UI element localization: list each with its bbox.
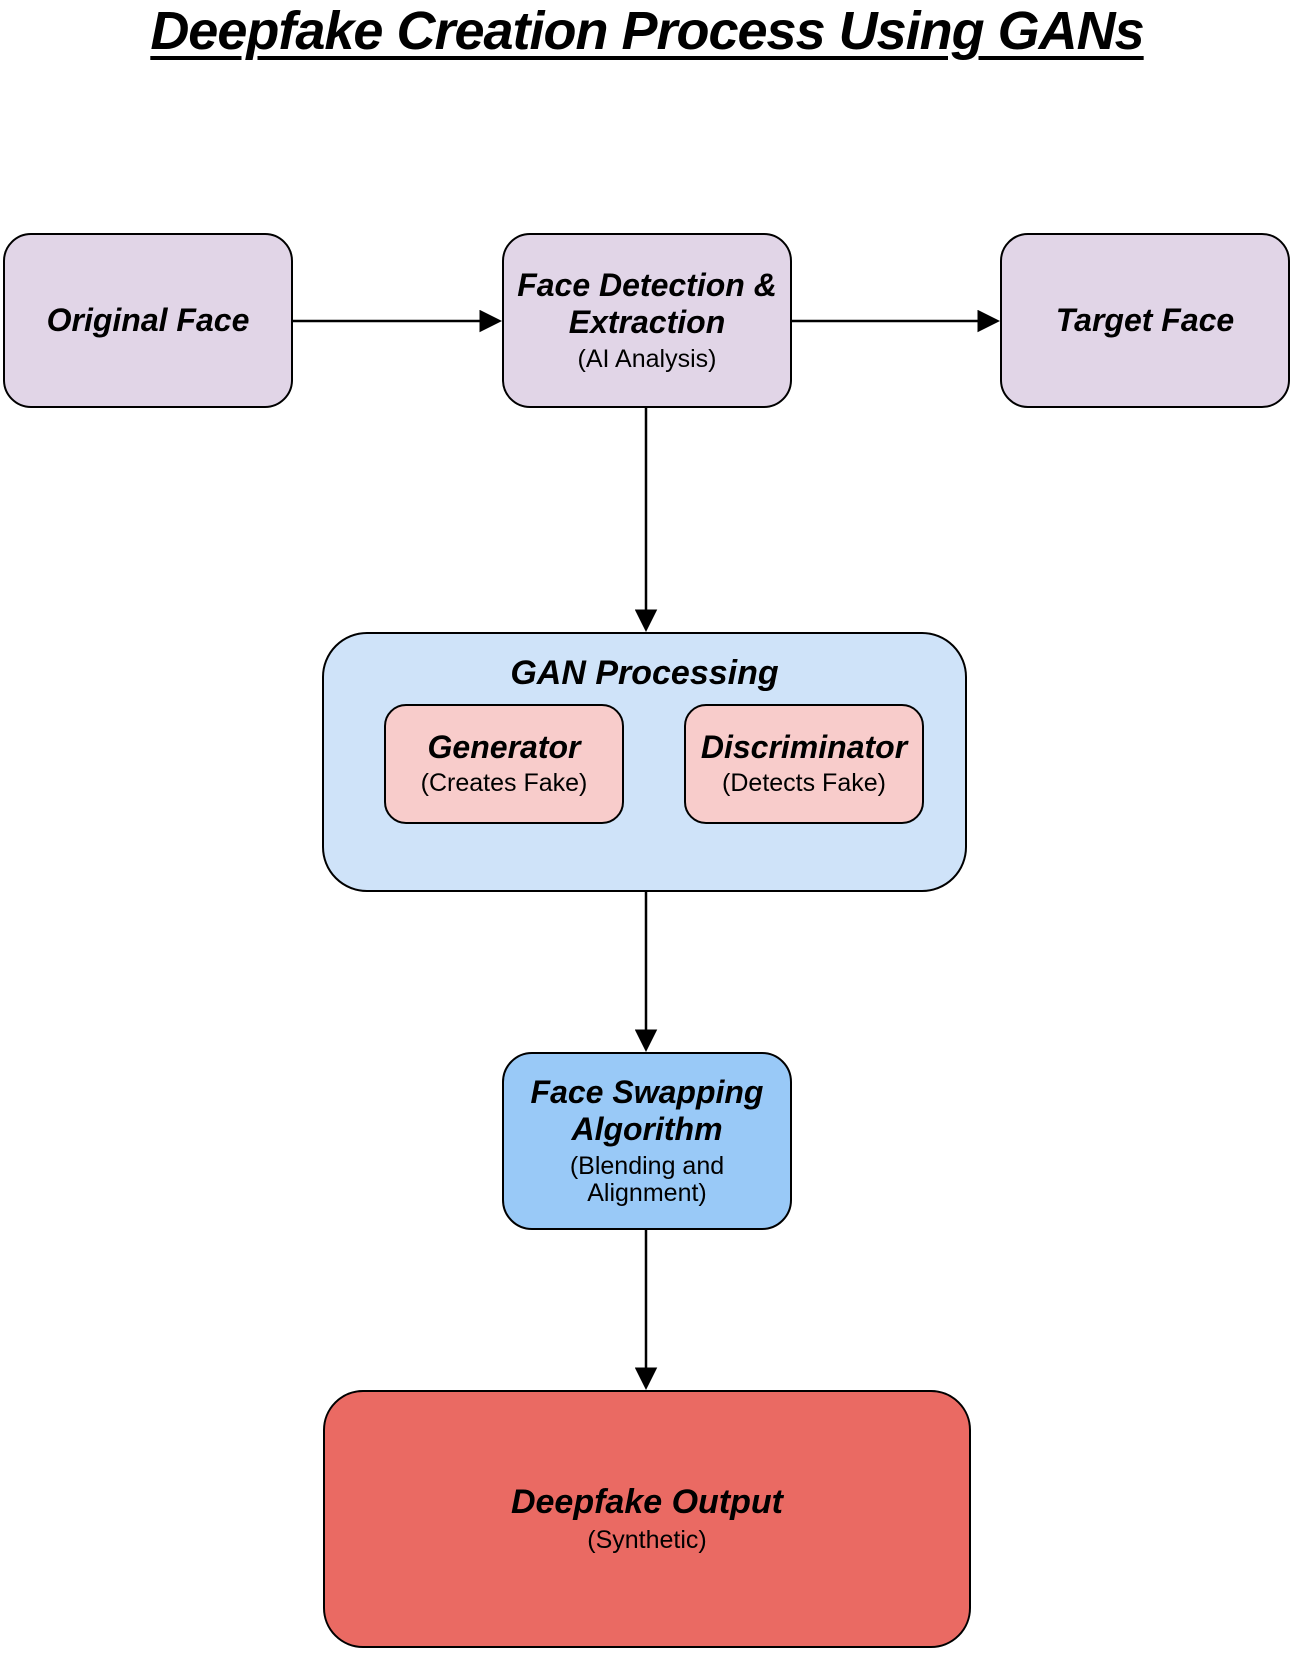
face-swapping-sublabel: (Blending and Alignment): [569, 1151, 725, 1208]
node-generator: Generator (Creates Fake): [384, 704, 624, 824]
face-detection-sublabel: (AI Analysis): [577, 345, 717, 374]
deepfake-output-sublabel: (Synthetic): [587, 1526, 707, 1555]
node-face-swapping: Face Swapping Algorithm (Blending and Al…: [502, 1052, 792, 1230]
node-deepfake-output: Deepfake Output (Synthetic): [323, 1390, 971, 1648]
face-detection-label: Face Detection & Extraction: [517, 267, 777, 341]
face-swapping-label: Face Swapping Algorithm: [530, 1074, 764, 1147]
node-gan-processing: GAN Processing Generator (Creates Fake) …: [322, 632, 967, 892]
original-face-label: Original Face: [46, 302, 250, 339]
node-original-face: Original Face: [3, 233, 293, 408]
node-face-detection: Face Detection & Extraction (AI Analysis…: [502, 233, 792, 408]
discriminator-label: Discriminator: [700, 728, 908, 765]
node-discriminator: Discriminator (Detects Fake): [684, 704, 924, 824]
node-target-face: Target Face: [1000, 233, 1290, 408]
deepfake-output-label: Deepfake Output: [510, 1483, 784, 1522]
diagram-title: Deepfake Creation Process Using GANs: [150, 1, 1144, 61]
generator-sublabel: (Creates Fake): [420, 769, 588, 798]
target-face-label: Target Face: [1055, 302, 1235, 339]
discriminator-sublabel: (Detects Fake): [722, 769, 886, 798]
generator-label: Generator: [427, 728, 581, 765]
gan-processing-label: GAN Processing: [510, 654, 779, 692]
